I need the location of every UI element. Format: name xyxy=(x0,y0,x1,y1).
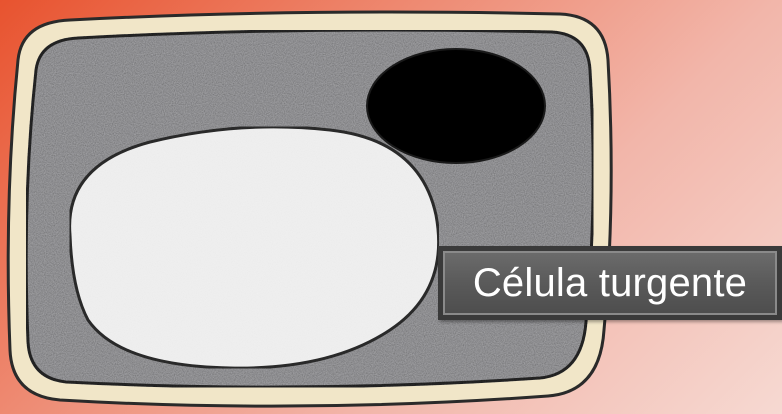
vacuole xyxy=(70,127,439,368)
nucleus xyxy=(367,49,545,163)
label-text: Célula turgente xyxy=(473,261,747,306)
diagram-label: Célula turgente xyxy=(438,246,782,320)
